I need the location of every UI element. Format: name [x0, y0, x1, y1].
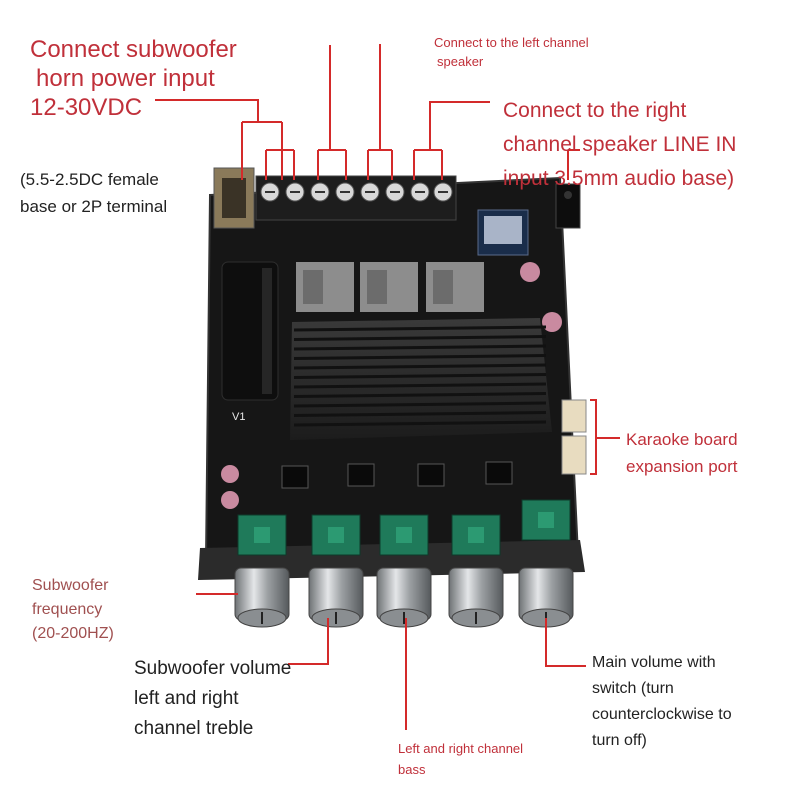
heatsink-fin	[293, 335, 547, 341]
potentiometer-icon	[451, 514, 501, 556]
heatsink-fin	[293, 344, 547, 351]
label-sub-volume: Subwoofer volume left and right channel …	[134, 658, 292, 739]
callout-line	[429, 101, 490, 150]
potentiometer-shaft-base	[396, 527, 412, 543]
heatsink-fin	[293, 354, 547, 360]
label-bass: Left and right channel bass	[398, 741, 524, 777]
heatsink-fin	[293, 411, 547, 417]
label-main-volume: Main volume with switch (turn counterclo…	[592, 654, 732, 749]
inductors	[296, 262, 484, 312]
potentiometer-shaft-base	[468, 527, 484, 543]
heatsink-fin	[293, 382, 547, 389]
terminal-screws	[260, 182, 453, 202]
label-power-note: (5.5-2.5DC female base or 2P terminal	[20, 170, 168, 216]
heatsink-fin	[293, 392, 547, 398]
callout-line	[155, 99, 259, 122]
potentiometer-shaft-base	[254, 527, 270, 543]
label-sub-frequency: Subwoofer frequency (20-200HZ)	[32, 577, 114, 642]
callout-line	[590, 399, 597, 475]
small-capacitors	[221, 262, 562, 509]
heatsink-fin	[293, 363, 547, 370]
heatsink-fin	[293, 325, 547, 332]
capacitor-icon	[221, 261, 279, 401]
potentiometer-shaft-base	[328, 527, 344, 543]
label-power-input: Connect subwoofer horn power input 12-30…	[30, 36, 237, 121]
potentiometer-shaft-base	[538, 512, 554, 528]
potentiometers	[237, 499, 571, 556]
board-version-text: V1	[232, 411, 245, 423]
bluetooth-module-icon	[477, 209, 529, 256]
karaoke-connector[interactable]	[561, 399, 587, 475]
heatsink-fin	[293, 401, 547, 408]
dc-power-jack[interactable]	[213, 167, 255, 229]
heatsink-fins	[293, 325, 547, 427]
callout-lines	[155, 44, 620, 730]
label-right-speaker: Connect to the right channel speaker LIN…	[503, 99, 737, 190]
label-karaoke: Karaoke board expansion port	[626, 430, 738, 476]
op-amp-chips	[281, 461, 513, 489]
callout-line	[545, 618, 586, 667]
heatsink-fin	[293, 420, 547, 427]
callout-line	[288, 618, 329, 665]
label-left-speaker: Connect to the left channel speaker	[434, 35, 589, 69]
heatsink-fin	[293, 373, 547, 379]
rotary-knobs	[234, 567, 574, 628]
audio-jack-icon[interactable]	[555, 183, 581, 229]
